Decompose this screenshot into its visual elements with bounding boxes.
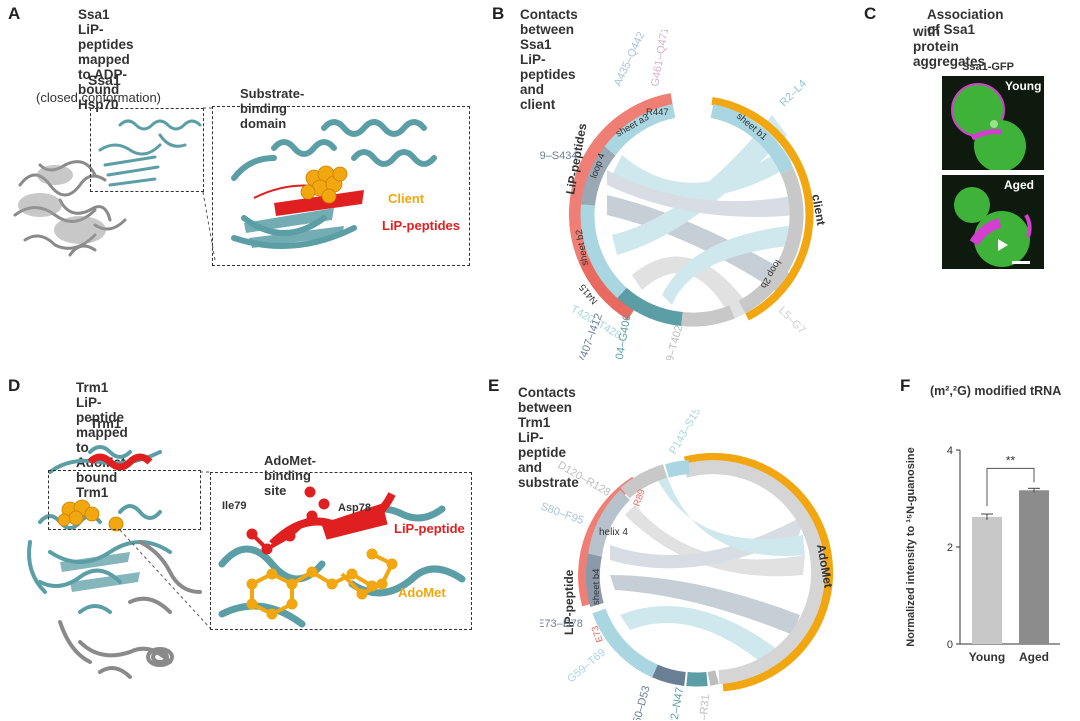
y-tick-label: 0 [947,639,953,651]
panel-f-title: (m²,²G) modified tRNA [930,384,1062,398]
sheet-a3-arc [604,104,676,156]
adomet-site-image [218,486,466,628]
lip-peptides-arc [568,93,674,263]
panel-c-label: C [864,4,877,23]
x-tick-label-young: Young [969,650,1005,664]
y-axis-label: Normalized intensity to ¹⁵N-guanosine [905,447,917,647]
y-tick-label: 4 [947,445,953,457]
label-g59-t69: G59–T69 [565,647,608,686]
label-n29-r31: N29–R31 [696,694,712,720]
lip-peptides-label: LiP-peptides [382,218,461,233]
bar-chart: Normalized intensity to ¹⁵N-guanosine 0 2… [905,445,1060,664]
sheet-b1-arc [710,104,794,175]
y-ticks: 0 2 4 [947,445,960,651]
panel-c-title-line2: with protein aggregates [913,24,986,69]
panel-c-title-line1: Association of Ssa1 [927,7,1004,37]
zoom-region-box [90,108,204,192]
client-label: Client [388,191,425,206]
label-d120-r128: D120–R128 [556,459,613,499]
label-i50-d53: I50–D53 [630,684,652,720]
label-m32-n47: M32–N47 [666,686,686,720]
group-lip-peptide-e: LiP-peptide [562,569,576,635]
trm1-structure-image [27,445,202,679]
ile79-label: Ile79 [222,500,247,512]
client-arc [711,97,814,321]
inset-title: Substrate-binding domain [240,86,305,131]
panel-f-label: F [900,376,911,395]
loop-4-arc [581,146,616,206]
panel-e-title: Contacts between Trm1 LiP-peptide and su… [518,385,579,490]
hsp70-structure-image [13,119,202,257]
inset-title-d: AdoMet-binding site [264,453,316,498]
significance-bracket-line [986,467,1035,507]
bar-aged [1019,490,1049,644]
conformation-label: (closed conformation) [36,90,161,105]
adomet-binding-inset [210,472,472,630]
m404-arc [617,287,683,326]
l399-arc [681,305,735,327]
y-tick-label: 2 [947,542,953,554]
zoom-connector-lines [202,107,216,261]
chord-diagram-b: R447 sheet a3 loop 4 sheet b2 N415 sheet… [540,30,828,360]
group-client: client [809,193,828,226]
helix-4-arc [588,490,631,557]
substrate-binding-inset [212,106,470,266]
segment-r447: R447 [646,107,669,118]
d120-arc [620,464,668,499]
panel-b-label: B [492,4,505,23]
trm1-label: Trm1 [90,416,122,431]
segment-sheet-b4: sheet b4 [591,569,602,605]
label-l5-g7: L5–G7 [776,305,808,337]
zoom-connector-lines-d [119,471,212,629]
label-g461-q471: G461–Q471 [649,30,671,88]
bars: Young Aged [969,487,1049,664]
p143-arc [665,460,690,478]
adomet-label: AdoMet [398,585,446,600]
sheet-b2-arc [580,204,627,299]
significance-stars: ** [1006,453,1016,467]
segment-e73: E73 [590,624,606,644]
panel-d-label: D [8,376,21,395]
adomet-zoom-box [48,470,201,530]
label-s80-f95: S80–F95 [540,501,585,528]
label-a429-s434: A429–S434 [540,150,578,162]
label-a435-q442: A435–Q442 [612,30,648,88]
asp78-label: Asp78 [338,502,372,514]
label-l399-t402: L399–T402 [659,324,685,360]
panel-b-title: Contacts between Ssa1 LiP-peptides and c… [520,7,578,112]
label-r2-l4: R2–L4 [778,78,809,109]
adomet-segment-arc [683,460,826,684]
ssa1-label: Ssa1 [88,72,121,88]
x-tick-label-aged: Aged [1019,650,1049,664]
ssa1-gfp-label: Ssa1-GFP [962,61,1014,73]
young-label: Young [1005,79,1042,93]
lip-peptide-label: LiP-peptide [394,521,465,536]
segment-helix-4: helix 4 [599,527,628,538]
panel-a-title: Ssa1 LiP-peptides mapped to ADP-bound Hs… [78,7,134,112]
g59-arc [592,608,659,678]
panel-a-label: A [8,4,21,23]
significance-bracket: ** [986,453,1035,507]
chord-ribbons-b [607,115,797,320]
adomet-group-arc [683,452,834,692]
i50-arc [652,664,687,686]
bar-young [972,516,1002,644]
chord-diagram-e: R89 helix 4 sheet b4 E73 LiP-peptide Ado… [540,410,835,720]
sbd-structure-image [231,119,437,249]
n415-arc [578,255,637,320]
aged-micrograph [942,175,1044,269]
chord-ribbons-e [610,470,805,670]
n29-arc [707,670,719,686]
label-e73-d78: E73–D78 [540,618,583,630]
aged-label: Aged [1004,178,1034,192]
young-micrograph [942,76,1044,170]
panel-e-label: E [488,376,500,395]
sheet-b4-arc [585,553,604,607]
label-p143-s153: P143–S153 [667,410,706,457]
loop-2b-arc [738,168,804,314]
